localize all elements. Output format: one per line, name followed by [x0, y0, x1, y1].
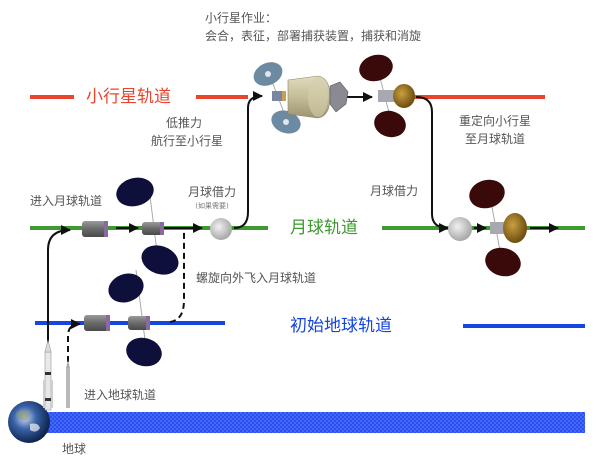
spacecraft-deployed-icon	[108, 269, 162, 367]
spacecraft-icon	[84, 315, 110, 331]
redirect-to-lunar-orbit-label: 至月球轨道	[464, 132, 525, 146]
capture-spacecraft-icon	[253, 62, 301, 134]
asteroid-orbit-label: 小行星轨道	[86, 87, 171, 107]
asteroid-operations-detail: 会合，表征，部署捕获装置，捕获和消旋	[205, 29, 422, 43]
asteroid-operations-title: 小行星作业：	[205, 11, 278, 25]
spacecraft-lunar-deployed-icon	[116, 177, 179, 275]
launch-vehicle-icon	[43, 339, 53, 411]
earth-label: 地球	[62, 442, 87, 456]
capture-device-icon	[287, 75, 331, 119]
low-thrust-label: 低推力	[165, 116, 202, 130]
launch-vehicle-small-icon	[66, 360, 70, 408]
captured-asteroid-icon	[329, 81, 349, 113]
redirect-to-lunar-orbit-path	[415, 96, 449, 233]
earth-orbit-entry-path	[67, 319, 81, 392]
earth-surface-band	[40, 412, 585, 433]
lunar-gravity-assist-label-2: 月球借力	[370, 184, 419, 198]
enter-lunar-orbit-label: 进入月球轨道	[30, 194, 103, 208]
redirect-asteroid-label: 重定向小行星	[458, 114, 531, 128]
lunar-orbit-label: 月球轨道	[290, 218, 358, 238]
low-thrust-transfer-path	[233, 91, 263, 229]
enter-earth-orbit-label: 进入地球轨道	[84, 388, 157, 402]
lunar-gravity-assist-label: 月球借力	[187, 185, 236, 199]
spacecraft-lunar-orbit-icon	[82, 221, 108, 237]
lunar-gravity-assist-note: (如果需要)	[195, 202, 229, 210]
ascent-to-lunar-orbit-path	[47, 225, 71, 372]
spacecraft-with-asteroid-lunar-orbit-icon	[469, 179, 527, 277]
transit-to-asteroid-label: 航行至小行星	[150, 134, 223, 148]
spacecraft-with-asteroid-icon	[359, 54, 415, 138]
spiral-out-path	[169, 232, 185, 323]
earth-icon	[8, 401, 50, 443]
moon-icon-2	[448, 217, 472, 241]
initial-earth-orbit-label: 初始地球轨道	[290, 316, 392, 336]
spiral-out-label: 螺旋向外飞入月球轨道	[196, 271, 317, 285]
moon-icon	[210, 218, 232, 240]
